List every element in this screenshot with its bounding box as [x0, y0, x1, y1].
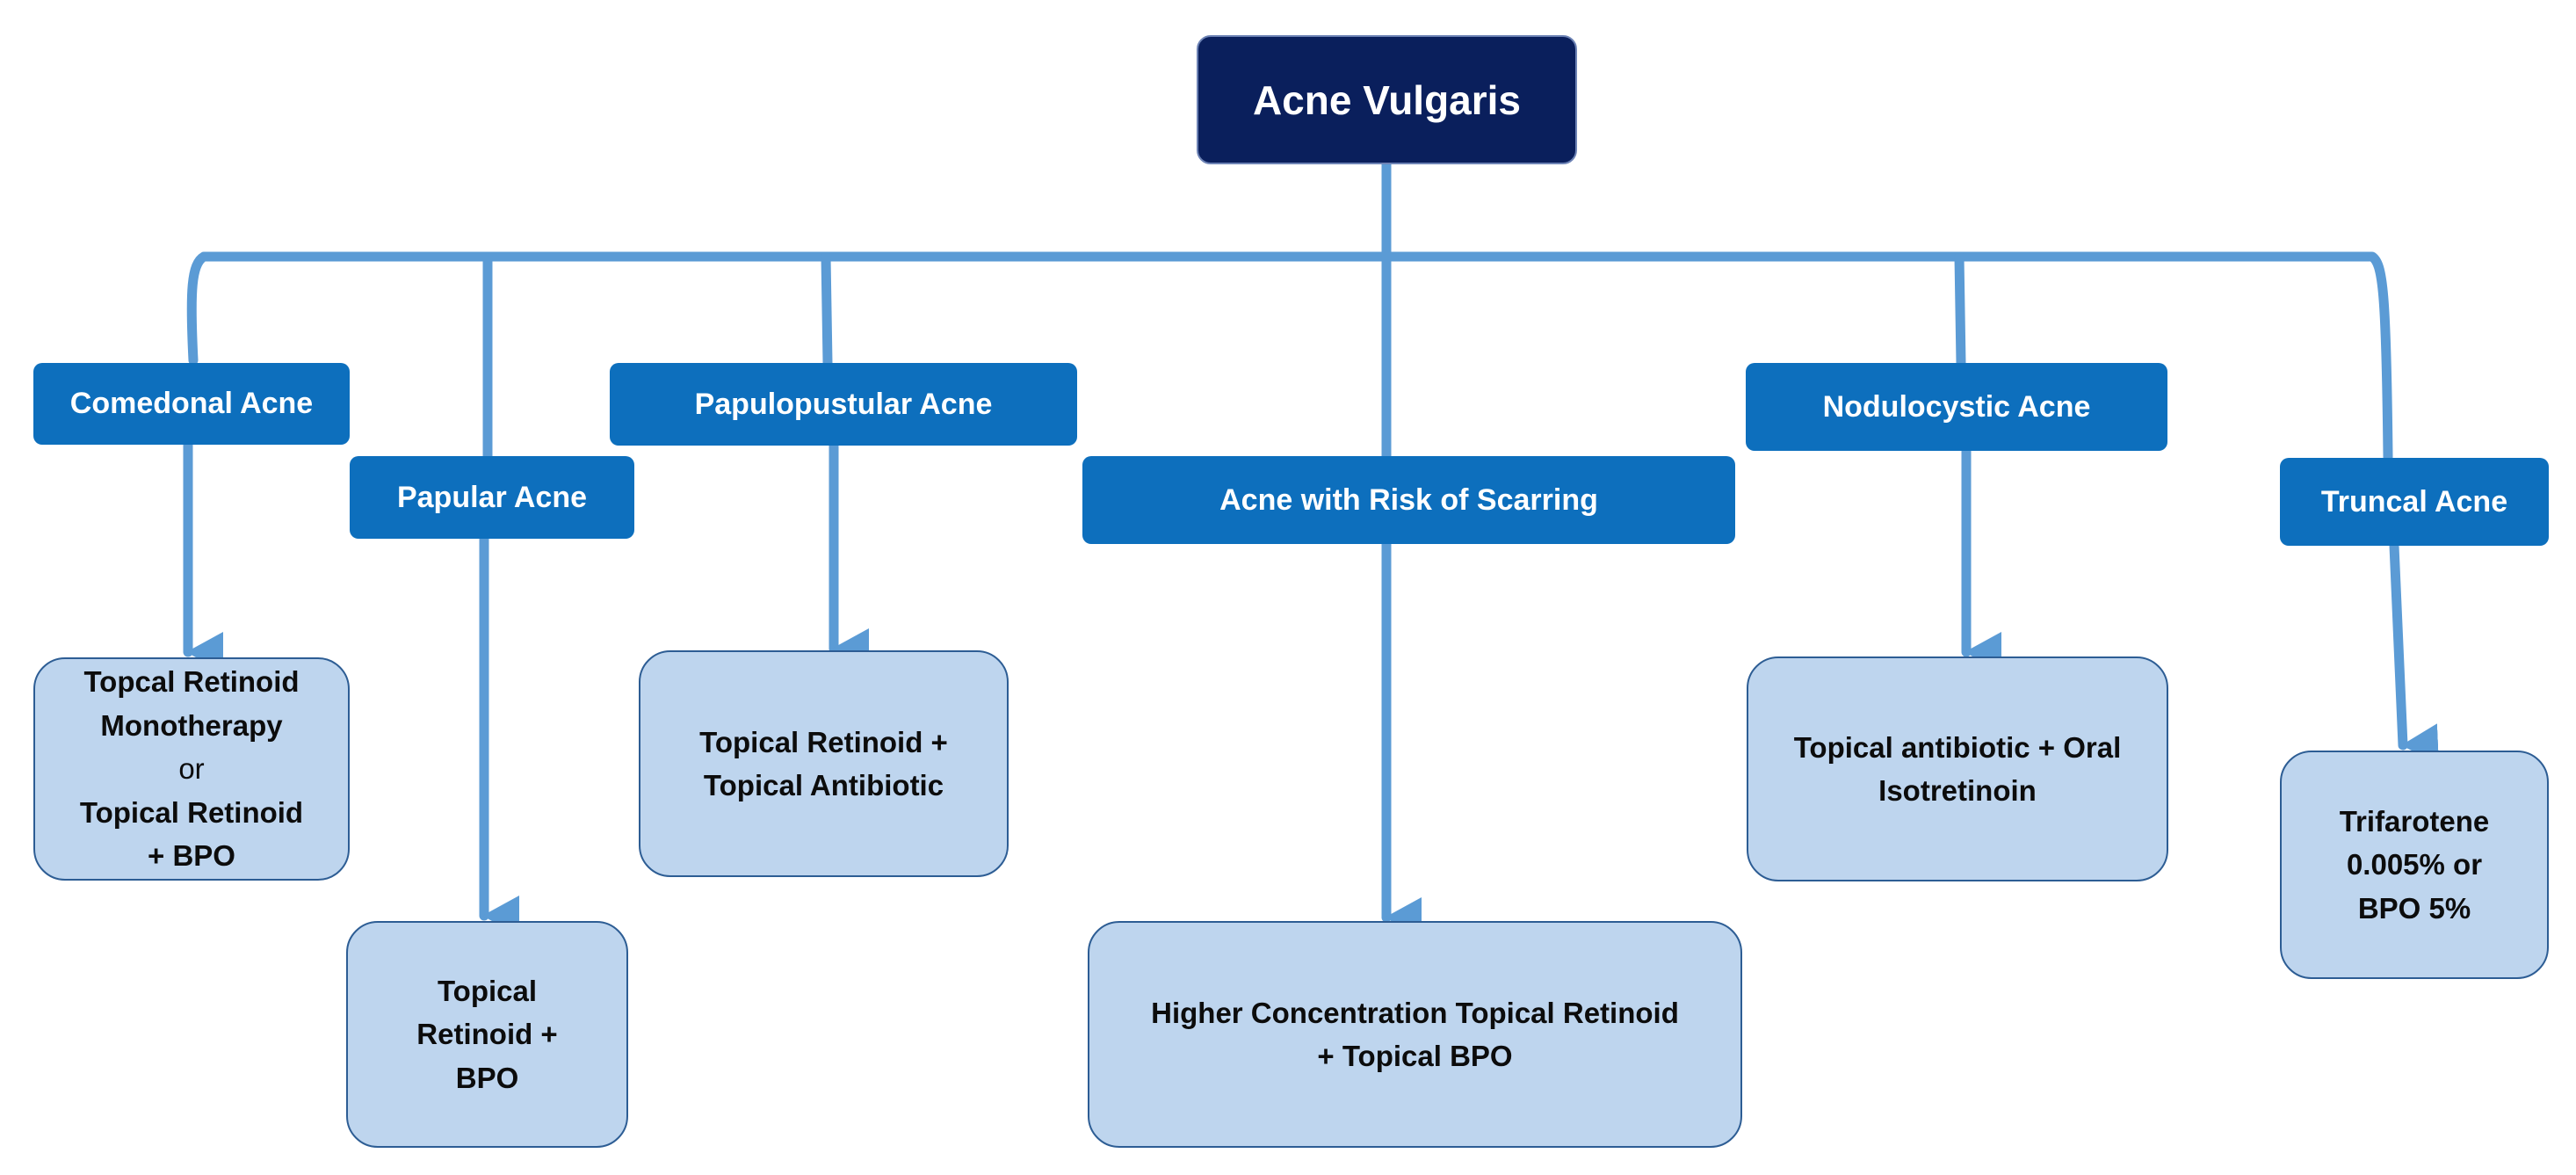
horizontal-bus-line: [186, 251, 2393, 462]
treatment-line: BPO 5%: [2357, 891, 2471, 925]
treatment-line: 0.005% or: [2346, 848, 2483, 881]
bus-drop-papulopustular: [821, 251, 833, 368]
treatment-line: Isotretinoin: [1878, 774, 2037, 807]
treatment-papulopustular-acne: Topical Retinoid + Topical Antibiotic: [639, 650, 1009, 877]
treatment-line: Topical: [437, 974, 538, 1007]
arrow-truncal: [2389, 540, 2439, 765]
treatment-or-line: or: [178, 752, 205, 786]
treatment-line: Topcal Retinoid: [83, 665, 300, 699]
treatment-line: Topical Retinoid: [79, 795, 304, 829]
treatment-line: Trifarotene: [2339, 804, 2490, 838]
treatment-line: + BPO: [148, 839, 235, 873]
treatment-comedonal-acne: Topcal Retinoid Monotherapy or Topical R…: [33, 657, 350, 881]
treatment-line: Monotherapy: [100, 708, 283, 742]
treatment-nodulocystic-acne: Topical antibiotic + Oral Isotretinoin: [1747, 656, 2168, 881]
category-papular-acne: Papular Acne: [350, 456, 634, 539]
treatment-line: + Topical BPO: [1317, 1040, 1513, 1072]
treatment-line: Retinoid +: [416, 1018, 558, 1051]
root-node-acne-vulgaris: Acne Vulgaris: [1197, 35, 1577, 164]
treatment-line: Topical Retinoid +: [699, 725, 948, 758]
category-comedonal-acne: Comedonal Acne: [33, 363, 350, 445]
category-truncal-acne: Truncal Acne: [2280, 458, 2549, 546]
category-nodulocystic-acne: Nodulocystic Acne: [1746, 363, 2167, 451]
category-papulopustular-acne: Papulopustular Acne: [610, 363, 1077, 446]
treatment-acne-with-risk-of-scarring: Higher Concentration Topical Retinoid + …: [1088, 921, 1742, 1148]
treatment-line: Higher Concentration Topical Retinoid: [1151, 996, 1679, 1029]
bus-drop-nodulocystic: [1954, 251, 1966, 368]
treatment-line: BPO: [455, 1061, 519, 1094]
treatment-papular-acne: Topical Retinoid + BPO: [346, 921, 628, 1148]
treatment-truncal-acne: Trifarotene 0.005% or BPO 5%: [2280, 751, 2549, 979]
category-acne-with-risk-of-scarring: Acne with Risk of Scarring: [1082, 456, 1735, 544]
treatment-line: Topical antibiotic + Oral: [1793, 730, 2122, 764]
treatment-line: Topical Antibiotic: [703, 769, 944, 801]
